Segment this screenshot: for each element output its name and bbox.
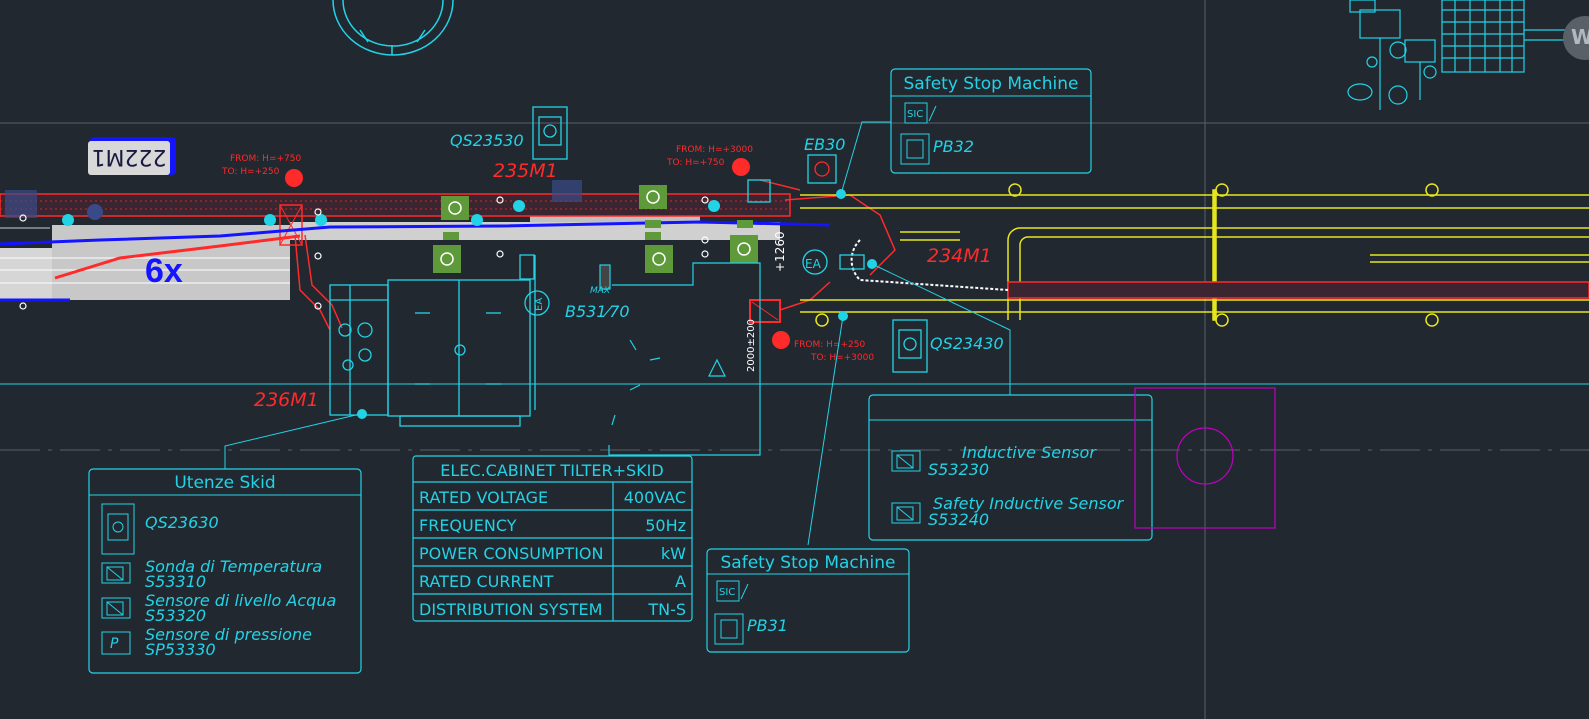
safety-bottom-pb: PB31: [747, 616, 788, 635]
qs23530-label: QS23530: [450, 131, 524, 150]
cabinet-row-1-label: RATED VOLTAGE: [419, 488, 548, 507]
corner-badge: [1563, 16, 1589, 60]
pressure-symbol: P: [110, 636, 119, 652]
cabinet-row-5-label: DISTRIBUTION SYSTEM: [419, 600, 602, 619]
nozzle-3: [639, 185, 667, 209]
max-label: MAX: [590, 286, 611, 296]
top-to-note: TO: H=+750: [666, 158, 725, 168]
utenze-item-2-code: S53310: [145, 572, 206, 591]
height-markers: [285, 158, 790, 349]
safety-top-sic: SIC: [907, 109, 923, 120]
sensor-2-code: S53240: [928, 510, 989, 529]
magenta-zone: [1134, 387, 1276, 529]
bottom-from-note: FROM: H=+250: [794, 340, 865, 350]
ea-small-label: EA: [534, 298, 545, 311]
utenze-item-3-name: Sensore di livello Acqua: [145, 591, 336, 610]
top-tank: [332, 0, 454, 56]
skid-cabinet: [329, 254, 550, 427]
cabinet-title: ELEC.CABINET TILTER+SKID: [440, 461, 663, 480]
safety-bottom-sic: SIC: [719, 587, 735, 598]
chain-guide: [850, 239, 1009, 291]
yellow-conveyor: [800, 183, 1589, 327]
utenze-item-4-code: SP53330: [145, 640, 216, 659]
sensor-1-name: Inductive Sensor: [962, 443, 1097, 462]
cabinet-row-5-value: TN-S: [647, 600, 686, 619]
corner-letter: W: [1571, 25, 1589, 49]
bottom-to-note: TO: H=+3000: [810, 353, 874, 363]
utenze-item-1-name: QS23630: [145, 513, 219, 532]
safety-stop-top-panel: [890, 68, 1092, 174]
bin-label-box: [88, 137, 176, 175]
red-conveyor: [0, 179, 896, 331]
motor-235m1-label: 235M1: [493, 160, 558, 182]
nozzle-1: [441, 196, 469, 220]
motor-236m1-label: 236M1: [254, 389, 319, 411]
cabinet-row-2-value: 50Hz: [645, 516, 686, 535]
safety-top-title: Safety Stop Machine: [904, 74, 1079, 94]
ea-round-label: EA: [805, 257, 822, 271]
switch-symbols: [532, 106, 928, 373]
nozzle-5: [730, 235, 758, 263]
sensor-dots: [62, 189, 877, 419]
b53170-label: B531⁄70: [565, 302, 630, 321]
sensor-panel: [868, 394, 1153, 541]
cabinet-row-3-value: kW: [661, 544, 686, 563]
dim-1260-label: +1260: [773, 231, 787, 272]
eb30-label: EB30: [804, 135, 845, 154]
sensor-1-code: S53230: [928, 460, 989, 479]
utenze-title: Utenze Skid: [174, 473, 275, 493]
machine-cluster-top-right: [1347, 0, 1589, 110]
flow-lines: [0, 220, 831, 280]
qs23430-label: QS23430: [930, 334, 1004, 353]
utenze-item-2-name: Sonda di Temperatura: [145, 557, 322, 576]
leader-lines: [224, 121, 1011, 546]
red-lower-belt: [1007, 281, 1589, 299]
cabinet-row-1-value: 400VAC: [624, 488, 686, 507]
cabinet-table: [412, 455, 693, 622]
nozzle-2: [433, 245, 461, 273]
dim-2000-label: 2000±200: [746, 319, 757, 372]
utenze-skid-panel: [88, 468, 362, 674]
count-label: 6x: [145, 252, 183, 290]
top-from-note: FROM: H=+3000: [676, 145, 753, 155]
left-to-note: TO: H=+250: [221, 167, 280, 177]
cabinet-row-2-label: FREQUENCY: [419, 516, 517, 535]
safety-bottom-title: Safety Stop Machine: [721, 553, 896, 573]
transfer-unit: [802, 154, 865, 275]
sensor-2-name: Safety Inductive Sensor: [933, 494, 1125, 513]
nozzle-blocks: [433, 185, 758, 273]
left-from-note: FROM: H=+750: [230, 154, 301, 164]
safety-stop-bottom-panel: [706, 548, 910, 653]
bin-label: 222M1: [92, 144, 167, 169]
utenze-item-4-name: Sensore di pressione: [145, 625, 312, 644]
motor-234m1-label: 234M1: [927, 245, 992, 267]
cabinet-row-4-value: A: [675, 572, 686, 591]
cabinet-row-3-label: POWER CONSUMPTION: [419, 544, 603, 563]
utenze-item-3-code: S53320: [145, 606, 206, 625]
safety-top-pb: PB32: [933, 137, 974, 156]
cabinet-row-4-label: RATED CURRENT: [419, 572, 554, 591]
nozzle-4: [645, 245, 673, 273]
fence-area: [599, 262, 761, 456]
white-nodes: [19, 196, 709, 310]
